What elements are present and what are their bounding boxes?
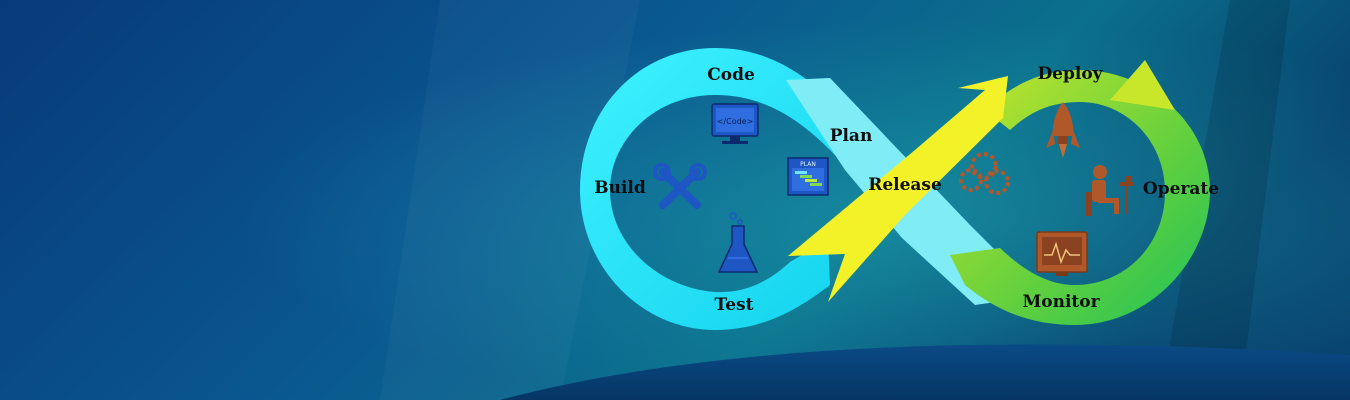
- stage-label-release: Release: [868, 175, 942, 195]
- plan-board-icon: PLAN: [787, 157, 829, 196]
- dev-loop: [580, 48, 872, 330]
- stage-label-operate: Operate: [1143, 179, 1219, 199]
- plan-board-text: PLAN: [800, 161, 816, 168]
- light-ray: [1160, 0, 1290, 400]
- rocket-icon: [1046, 102, 1080, 158]
- flask-icon: [717, 212, 759, 273]
- monitor-screen-text: </Code>: [717, 117, 754, 126]
- operator-at-desk-icon: [1086, 165, 1134, 216]
- gears-icon: [959, 152, 1010, 195]
- ops-loop: [950, 60, 1210, 325]
- stage-label-plan: Plan: [830, 126, 873, 146]
- tools-icon: [653, 163, 707, 209]
- monitoring-screen-icon: [1036, 231, 1088, 276]
- stage-label-monitor: Monitor: [1022, 292, 1100, 312]
- release-arrow: [788, 76, 1008, 302]
- stage-label-code: Code: [707, 65, 755, 85]
- stage-label-build: Build: [594, 178, 646, 198]
- horizon-hill: [500, 344, 1350, 400]
- code-monitor-icon: </Code>: [711, 103, 759, 144]
- stage-label-deploy: Deploy: [1037, 64, 1103, 84]
- stage-label-test: Test: [715, 295, 754, 315]
